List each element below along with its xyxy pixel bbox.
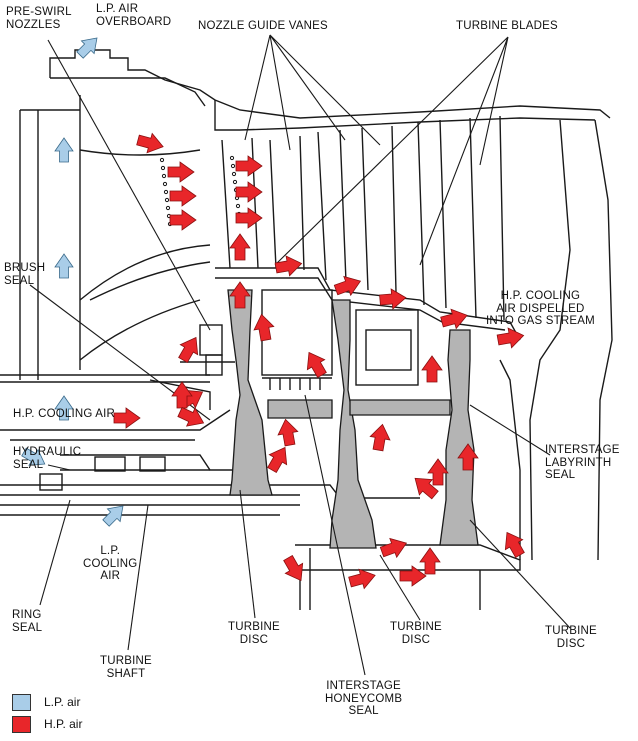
- label-hp-cooling-dispelled: H.P. COOLING AIR DISPELLED INTO GAS STRE…: [486, 290, 595, 327]
- turbine-discs: [227, 289, 479, 549]
- label-interstage-honeycomb-seal: INTERSTAGE HONEYCOMB SEAL: [325, 680, 403, 717]
- disc-web-connector-2: [349, 399, 451, 416]
- legend-hp-label: H.P. air: [44, 717, 83, 731]
- engine-structure: [0, 49, 613, 610]
- turbine-disc-1-shape: [227, 289, 273, 496]
- label-turbine-disc-3: TURBINE DISC: [545, 625, 597, 650]
- legend-lp-swatch: [12, 694, 31, 711]
- label-nozzle-guide-vanes: NOZZLE GUIDE VANES: [198, 20, 328, 32]
- turbine-disc-3-shape: [439, 329, 479, 546]
- legend-lp-label: L.P. air: [44, 695, 81, 709]
- label-hydraulic-seal: HYDRAULIC SEAL: [13, 446, 82, 471]
- label-pre-swirl-nozzles: PRE-SWIRL NOZZLES: [6, 6, 72, 31]
- label-hp-cooling-air: H.P. COOLING AIR: [13, 408, 116, 420]
- label-turbine-shaft: TURBINE SHAFT: [100, 655, 152, 680]
- label-brush-seal: BRUSH SEAL: [4, 262, 46, 287]
- label-turbine-blades: TURBINE BLADES: [456, 20, 558, 32]
- label-ring-seal: RING SEAL: [12, 609, 43, 634]
- label-turbine-disc-2: TURBINE DISC: [390, 621, 442, 646]
- label-turbine-disc-1: TURBINE DISC: [228, 621, 280, 646]
- label-interstage-labyrinth-seal: INTERSTAGE LABYRINTH SEAL: [545, 444, 620, 481]
- turbine-disc-2-shape: [329, 299, 377, 549]
- disc-web-connector: [267, 399, 333, 419]
- label-lp-air-overboard: L.P. AIR OVERBOARD: [96, 3, 172, 28]
- legend-hp-swatch: [12, 716, 31, 733]
- label-lp-cooling-air: L.P. COOLING AIR: [83, 545, 138, 582]
